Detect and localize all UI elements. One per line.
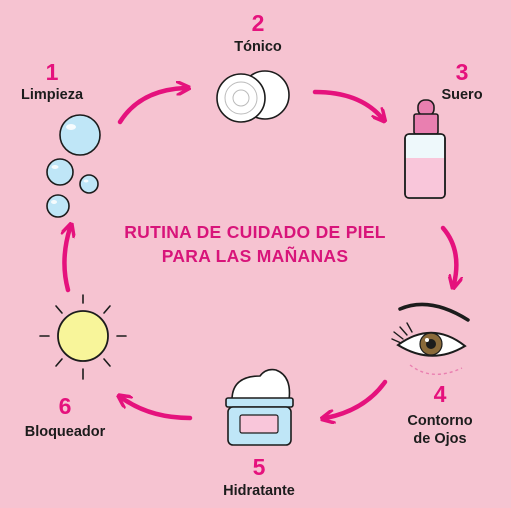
step-3-label: Suero	[441, 87, 483, 103]
arrow-6-to-1	[64, 228, 70, 293]
step-2-label: Tónico	[234, 39, 282, 55]
arrow-5-to-6	[122, 398, 193, 421]
arrow-4-to-5	[326, 379, 388, 418]
arrow-1-to-2	[117, 88, 185, 125]
step-1-label: Limpieza	[20, 87, 84, 103]
title-line-2: PARA LAS MAÑANAS	[161, 246, 349, 266]
step-4-label-line2: de Ojos	[413, 431, 467, 448]
step-3-number: 3	[455, 59, 469, 85]
step-6-number: 6	[58, 393, 72, 419]
step-4-number: 4	[433, 381, 447, 407]
step-4-label: Contorno de Ojos	[390, 412, 490, 448]
step-6-label: Bloqueador	[24, 424, 106, 440]
step-2-number: 2	[251, 10, 265, 36]
arrow-2-to-3	[312, 89, 382, 118]
title-line-1: RUTINA DE CUIDADO DE PIEL	[124, 222, 386, 242]
arrow-3-to-4	[440, 225, 456, 284]
step-4-label-line1: Contorno	[407, 413, 473, 429]
step-1-number: 1	[45, 59, 59, 85]
step-5-number: 5	[252, 454, 266, 480]
step-5-label: Hidratante	[223, 483, 295, 499]
infographic-title: RUTINA DE CUIDADO DE PIEL PARA LAS MAÑAN…	[70, 220, 440, 268]
